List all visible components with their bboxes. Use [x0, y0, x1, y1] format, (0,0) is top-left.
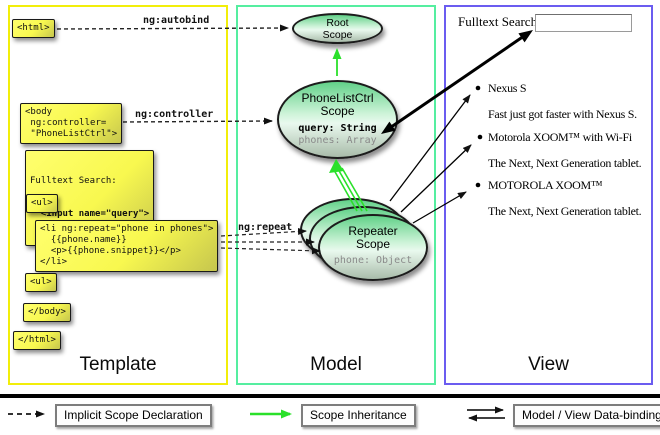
phonelistctrl-phones-prop: phones: Array	[298, 135, 377, 146]
phonelistctrl-query-prop: query: String	[298, 123, 377, 134]
model-panel-title: Model	[310, 354, 362, 375]
phonelistctrl-scope-name: PhoneListCtrl Scope	[301, 91, 374, 118]
view-panel-title: View	[528, 354, 569, 375]
view-item-desc: The Next, Next Generation tablet.	[488, 204, 642, 218]
legend-separator-line	[0, 394, 660, 398]
repeater-scope-ellipse-front: Repeater Scope phone: Object	[318, 214, 428, 281]
root-scope-ellipse: Root Scope	[292, 13, 383, 44]
legend-scope-inheritance: Scope Inheritance	[301, 404, 416, 427]
code-box-html-close: </html>	[13, 331, 61, 350]
repeater-phone-prop: phone: Object	[333, 255, 413, 266]
legend-databinding-arrows-icon	[467, 406, 505, 422]
view-panel	[444, 5, 653, 385]
view-item-desc: The Next, Next Generation tablet.	[488, 156, 642, 170]
view-item-title: MOTOROLA XOOM™	[488, 178, 603, 192]
legend-model-view-data-binding: Model / View Data-binding	[513, 404, 660, 427]
code-fulltext-label: Fulltext Search:	[30, 176, 117, 186]
view-item-title: Nexus S	[488, 81, 527, 95]
root-scope-name: Root Scope	[322, 17, 353, 41]
view-item-desc: Fast just got faster with Nexus S.	[488, 107, 637, 121]
phonelistctrl-scope-ellipse: PhoneListCtrl Scope query: String phones…	[277, 80, 398, 159]
label-ng-autobind: ng:autobind	[143, 15, 210, 26]
code-box-body-close: </body>	[23, 303, 71, 322]
label-ng-repeat: ng:repeat	[238, 222, 293, 233]
model-panel	[236, 5, 436, 385]
legend-implicit-scope-declaration: Implicit Scope Declaration	[55, 404, 212, 427]
code-fulltext-input: <input name="query">	[30, 209, 150, 219]
code-box-body-open: <body ng:controller= "PhoneListCtrl">	[20, 103, 123, 144]
template-panel-title: Template	[79, 354, 157, 375]
fulltext-search-input[interactable]	[535, 14, 632, 32]
code-box-ul-open-bottom: <ul>	[25, 273, 57, 292]
code-box-html-open: <html>	[12, 19, 55, 38]
code-box-ul-open-top: <ul>	[26, 194, 58, 213]
repeater-scope-name: Repeater Scope	[348, 224, 398, 251]
label-ng-controller: ng:controller	[135, 109, 214, 120]
code-box-li-repeat: <li ng:repeat="phone in phones"> {{phone…	[35, 220, 219, 272]
view-search-label: Fulltext Search:	[458, 14, 541, 29]
view-item-title: Motorola XOOM™ with Wi-Fi	[488, 130, 632, 144]
